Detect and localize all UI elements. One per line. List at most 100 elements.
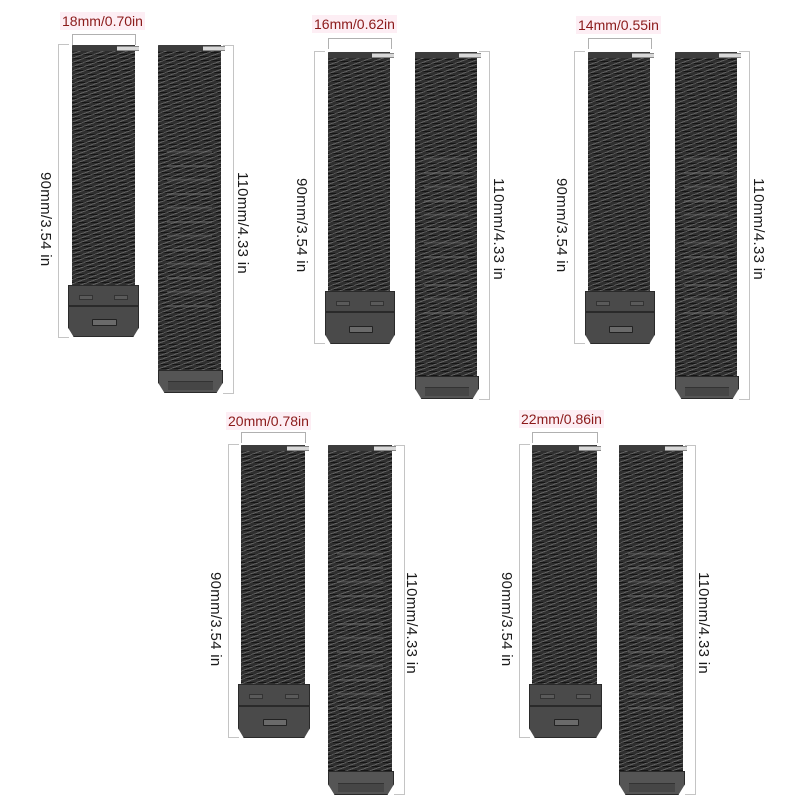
short-length-dimension-line: [228, 444, 239, 738]
buckle-mark: [370, 300, 385, 306]
buckle-clasp: [325, 291, 395, 344]
spring-bar-pin: [117, 46, 139, 51]
buckle-seam: [239, 704, 309, 707]
buckle-mark: [539, 693, 555, 699]
short-length-dimension-line: [58, 44, 69, 338]
short-length-dimension-line: [519, 444, 530, 738]
buckle-seam: [69, 305, 138, 307]
buckle-mark: [595, 300, 610, 306]
long-strap: [328, 445, 396, 775]
mesh-stripes: [627, 544, 675, 709]
long-length-dimension-line: [685, 445, 696, 795]
width-label: 22mm/0.86in: [519, 410, 604, 428]
long-length-label: 110mm/4.33 in: [695, 572, 712, 675]
width-bracket: [328, 38, 392, 49]
long-strap: [415, 52, 481, 380]
short-strap: [532, 445, 601, 695]
spring-bar-pin: [459, 53, 481, 58]
buckle-seam: [586, 311, 654, 314]
strap-end-cap: [675, 52, 737, 58]
width-label: 18mm/0.70in: [60, 12, 145, 30]
short-strap: [72, 45, 139, 295]
spring-bar-pin: [372, 53, 394, 58]
strap-end-cap: [328, 52, 390, 58]
mesh-stripes: [423, 150, 469, 315]
strap-tip: [675, 376, 739, 399]
strap-end-cap: [241, 445, 305, 451]
long-strap: [675, 52, 741, 380]
long-length-dimension-line: [223, 45, 234, 394]
strap-tip-inner: [337, 783, 385, 792]
buckle-mark: [78, 294, 94, 300]
short-strap: [328, 52, 394, 302]
long-strap: [619, 445, 687, 775]
buckle-slot: [554, 719, 579, 727]
buckle-mark: [630, 300, 645, 306]
strap-tip-inner: [628, 783, 676, 792]
buckle-seam: [326, 311, 394, 314]
width-label: 14mm/0.55in: [576, 16, 661, 34]
spring-bar-pin: [203, 46, 225, 51]
spring-bar-pin: [287, 446, 309, 451]
short-length-label: 90mm/3.54 in: [207, 572, 224, 667]
short-length-label: 90mm/3.54 in: [293, 178, 310, 273]
buckle-seam: [530, 704, 601, 707]
mesh-stripes: [336, 544, 384, 709]
strap-end-cap: [328, 445, 392, 451]
mesh-stripes: [166, 143, 213, 308]
buckle-slot: [262, 719, 288, 727]
buckle-clasp: [238, 684, 310, 738]
strap-tip: [328, 771, 394, 795]
strap-end-cap: [415, 52, 477, 58]
buckle-mark: [284, 693, 300, 699]
mesh-stripes: [683, 150, 729, 315]
short-length-label: 90mm/3.54 in: [553, 178, 570, 273]
strap-end-cap: [532, 445, 597, 451]
width-bracket: [532, 432, 598, 443]
long-length-dimension-line: [394, 445, 405, 795]
spring-bar-pin: [632, 53, 654, 58]
buckle-clasp: [529, 684, 602, 738]
long-strap: [158, 45, 225, 373]
spring-bar-pin: [579, 446, 601, 451]
strap-tip-inner: [424, 387, 470, 396]
width-bracket: [588, 38, 652, 49]
short-length-dimension-line: [574, 51, 585, 344]
short-length-dimension-line: [314, 51, 325, 344]
long-length-dimension-line: [739, 51, 750, 400]
strap-tip: [158, 370, 223, 393]
long-length-dimension-line: [479, 51, 490, 400]
short-length-label: 90mm/3.54 in: [498, 572, 515, 667]
strap-end-cap: [158, 45, 221, 51]
long-length-label: 110mm/4.33 in: [750, 178, 767, 281]
strap-tip-inner: [684, 387, 730, 396]
strap-tip: [619, 771, 685, 795]
long-length-label: 110mm/4.33 in: [403, 572, 420, 675]
strap-tip-inner: [167, 381, 214, 390]
buckle-mark: [335, 300, 350, 306]
strap-tip: [415, 376, 479, 399]
buckle-slot: [349, 325, 373, 333]
short-strap: [241, 445, 309, 695]
buckle-mark: [113, 294, 129, 300]
width-bracket: [72, 34, 136, 45]
buckle-slot: [609, 325, 633, 333]
width-label: 16mm/0.62in: [312, 15, 397, 33]
buckle-clasp: [585, 291, 655, 344]
width-bracket: [241, 432, 306, 443]
strap-end-cap: [588, 52, 650, 58]
buckle-clasp: [68, 285, 139, 337]
width-label: 20mm/0.78in: [226, 412, 311, 430]
strap-end-cap: [72, 45, 135, 51]
buckle-mark: [248, 693, 264, 699]
long-length-label: 110mm/4.33 in: [490, 178, 507, 281]
short-strap: [588, 52, 654, 302]
short-length-label: 90mm/3.54 in: [37, 172, 54, 267]
long-length-label: 110mm/4.33 in: [234, 172, 251, 275]
buckle-mark: [576, 693, 592, 699]
spring-bar-pin: [665, 446, 687, 451]
spring-bar-pin: [374, 446, 396, 451]
buckle-slot: [92, 319, 117, 326]
strap-end-cap: [619, 445, 683, 451]
spring-bar-pin: [719, 53, 741, 58]
